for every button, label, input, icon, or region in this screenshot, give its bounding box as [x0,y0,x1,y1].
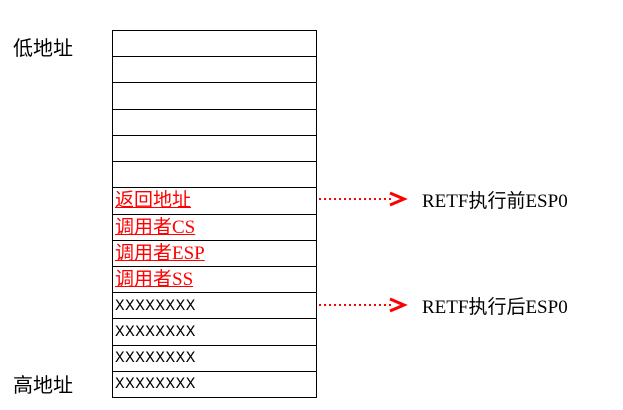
stack-row: XXXXXXXX [113,319,316,346]
low-address-label: 低地址 [13,38,73,60]
esp0-after-label: RETF执行后ESP0 [422,296,568,318]
esp0-after-annotation: RETF执行后ESP0 [318,294,568,318]
stack-row: XXXXXXXX [115,375,196,394]
stack-row [113,162,316,189]
stack-row [113,136,316,163]
stack-row [113,57,316,84]
dotted-arrow-icon [319,297,408,313]
stack-row: XXXXXXXX [113,293,316,320]
esp0-before-annotation: RETF执行前ESP0 [318,188,568,212]
stack-table: 返回地址 调用者CS 调用者ESP 调用者SS XXXXXXXX XXXXXXX… [112,30,317,398]
stack-row-caller-ss: 调用者SS [113,267,316,294]
stack-row: XXXXXXXX [113,346,316,372]
stack-row [113,31,316,58]
stack-row-caller-cs: 调用者CS [113,215,316,241]
stack-row-caller-esp: 调用者ESP [113,241,316,267]
stack-row-return-address: 返回地址 [113,188,316,215]
dotted-arrow-icon [319,191,408,207]
stack-row [113,110,316,136]
high-address-label: 高地址 [13,375,73,397]
stack-row [113,83,316,110]
esp0-before-label: RETF执行前ESP0 [422,190,568,212]
